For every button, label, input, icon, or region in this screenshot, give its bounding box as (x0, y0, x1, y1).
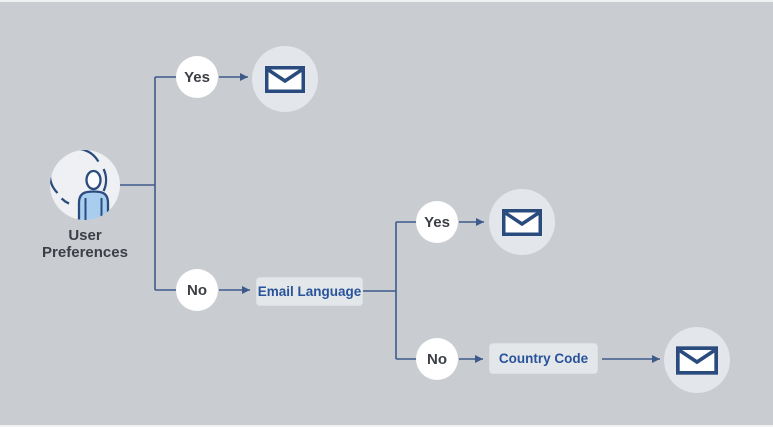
email-icon (502, 208, 542, 236)
decision-no-1-label: No (187, 281, 207, 299)
country-code-box: Country Code (489, 343, 598, 374)
email-result-node-3 (664, 327, 730, 393)
decision-yes-2: Yes (416, 201, 458, 243)
email-icon (676, 345, 718, 375)
decision-yes-2-label: Yes (424, 213, 450, 231)
decision-no-2-label: No (427, 350, 447, 368)
user-preferences-label: User Preferences (42, 227, 128, 261)
user-preferences-node (50, 150, 120, 220)
top-edge-highlight (0, 0, 773, 2)
country-code-label: Country Code (498, 351, 589, 366)
email-language-label: Email Language (257, 284, 362, 299)
decision-no-2: No (416, 338, 458, 380)
decision-no-1: No (176, 269, 218, 311)
email-result-node-2 (489, 189, 555, 255)
email-icon (265, 65, 305, 93)
user-icon (50, 150, 110, 220)
decision-yes-1: Yes (176, 56, 218, 98)
bottom-edge-highlight (0, 425, 773, 427)
decision-yes-1-label: Yes (184, 68, 210, 86)
email-language-box: Email Language (256, 277, 363, 306)
email-result-node-1 (252, 46, 318, 112)
